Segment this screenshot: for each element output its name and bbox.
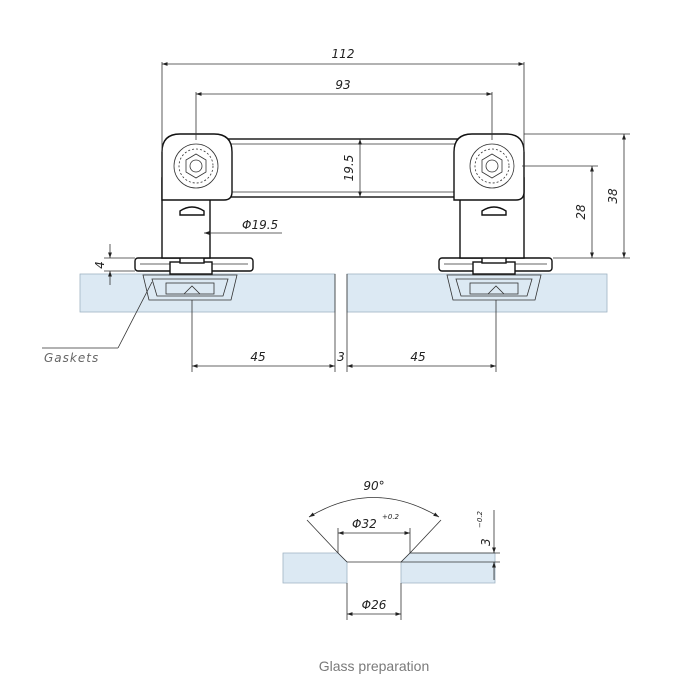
connector-side-view: 112 93 19.5 Φ19.5 28	[42, 47, 630, 372]
dim-38-label: 38	[606, 188, 620, 204]
left-head	[161, 133, 233, 201]
dimension-countersink-diameter: Φ32 +0.2	[337, 513, 411, 553]
dim-45-left-label: 45	[250, 350, 265, 364]
glass-panel-left	[79, 273, 336, 313]
gaskets-callout: Gaskets	[42, 281, 153, 365]
dimension-plate-thickness: 4	[93, 244, 135, 285]
dimension-hole-diameter: Φ26	[346, 583, 402, 620]
dimension-center-height: 28	[522, 165, 598, 259]
right-glass-insert	[446, 274, 542, 301]
dim-3-depth-label: 3	[479, 538, 493, 546]
dim-phi-26-label: Φ26	[362, 598, 387, 612]
dim-45-right-label: 45	[410, 350, 425, 364]
dim-90-label: 90°	[363, 479, 384, 493]
dimension-total-height: 38	[524, 133, 630, 259]
right-head	[453, 133, 525, 201]
glass-section	[282, 552, 348, 584]
right-nut	[472, 261, 516, 275]
dim-19-5-label: 19.5	[342, 155, 356, 182]
dim-4-label: 4	[93, 261, 107, 269]
dimension-offsets: 45 3 45	[191, 274, 497, 372]
gaskets-label: Gaskets	[44, 351, 99, 365]
dimension-overall-width: 112	[161, 47, 525, 152]
caption-glass-preparation: Glass preparation	[319, 658, 430, 674]
dim-3-label: 3	[337, 350, 345, 364]
dim-phi-32-tolerance: +0.2	[382, 513, 400, 521]
dim-phi-32-label: Φ32	[352, 517, 377, 531]
connecting-tube	[195, 138, 493, 198]
dimension-stud-diameter: Φ19.5	[204, 218, 282, 235]
dim-93-label: 93	[335, 78, 350, 92]
glass-panel-right	[346, 273, 608, 313]
dim-112-label: 112	[332, 47, 355, 61]
hex-socket-icon	[481, 153, 503, 179]
dimension-countersink-depth: 3 −0.2	[401, 510, 500, 580]
hex-socket-icon	[185, 153, 207, 179]
dimension-tube-height: 19.5	[342, 139, 362, 197]
dimension-center-distance: 93	[195, 78, 493, 140]
left-nut	[169, 261, 213, 275]
dim-28-label: 28	[574, 204, 588, 220]
dimension-countersink-angle: 90°	[306, 479, 442, 554]
glass-preparation-view: 90° Φ32 +0.2 3 −0.2 Φ26 Glass preparatio…	[282, 479, 500, 674]
dim-3-depth-tolerance: −0.2	[476, 510, 484, 528]
dim-phi-19-5-label: Φ19.5	[242, 218, 278, 232]
